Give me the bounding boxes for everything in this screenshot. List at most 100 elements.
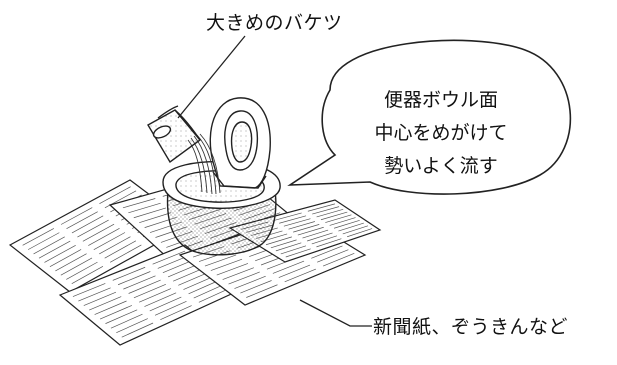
newspaper-text-line xyxy=(66,211,98,230)
newspaper-text-line xyxy=(38,240,71,259)
newspaper-text-line xyxy=(133,283,166,299)
newspaper-text-line xyxy=(270,239,297,249)
newspaper-text-line xyxy=(60,257,93,276)
newspaper-text-line xyxy=(312,206,340,215)
newspaper-text-line xyxy=(246,284,278,298)
newspaper-text-line xyxy=(216,263,249,276)
newspaper-text-line xyxy=(307,203,336,212)
newspaper-text-line xyxy=(27,232,60,250)
newspaper-text-line xyxy=(149,296,182,312)
speech-line: 勢いよく流す xyxy=(384,155,498,177)
speech-bubble-text: 便器ボウル面 中心をめがけて 勢いよく流す xyxy=(336,84,546,183)
newspaper-text-line xyxy=(278,264,311,278)
newspaper-text-line xyxy=(117,271,151,286)
newspaper-text-line xyxy=(302,229,329,239)
newspaper-text-line xyxy=(104,240,137,259)
newspaper-label: 新聞紙、ぞうきんなど xyxy=(373,316,569,338)
newspaper-text-line xyxy=(285,248,311,258)
newspaper-text-line xyxy=(110,313,143,329)
bucket-drawing xyxy=(147,105,202,164)
newspaper-text-line xyxy=(116,318,148,333)
newspaper-text-line xyxy=(325,214,352,223)
newspaper-text-line xyxy=(71,266,104,285)
newspaper-text-line xyxy=(333,219,360,229)
newspaper-text-line xyxy=(139,212,172,224)
newspaper-text-line xyxy=(280,245,307,255)
speech-line: 中心をめがけて xyxy=(374,122,508,144)
newspaper-text-line xyxy=(128,279,161,294)
newspaper-text-line xyxy=(288,221,315,230)
newspaper-text-line xyxy=(272,260,305,274)
newspaper-text-line xyxy=(133,207,167,219)
newspaper-text-line xyxy=(275,242,302,252)
newspaper-text-line xyxy=(99,305,132,320)
newspaper-text-line xyxy=(198,287,231,303)
newspaper-text-line xyxy=(154,300,187,316)
newspaper-text-line xyxy=(66,261,98,280)
newspaper-sheet xyxy=(228,199,382,263)
newspaper-text-line xyxy=(234,275,266,289)
newspaper-text-line xyxy=(204,254,237,267)
newspaper-text-line xyxy=(122,198,156,209)
bucket-leader-line xyxy=(177,35,246,119)
toilet-bowl-drawing xyxy=(162,97,281,256)
newspaper-text-line xyxy=(265,236,292,246)
newspaper-text-line xyxy=(71,215,104,234)
newspaper-text-line xyxy=(89,296,122,311)
newspaper-text-line xyxy=(279,215,307,224)
newspaper-text-line xyxy=(311,245,343,259)
newspaper-text-line xyxy=(322,253,355,267)
newspaper-text-line xyxy=(55,253,87,272)
newspaper-leader-line xyxy=(299,299,372,327)
newspaper-text-line xyxy=(105,309,138,324)
newspaper-text-line xyxy=(316,209,344,218)
newspaper-text-line xyxy=(60,207,93,225)
newspaper-text-line xyxy=(152,250,186,265)
newspaper-text-line xyxy=(347,228,373,238)
newspaper-text-line xyxy=(49,249,82,267)
speech-bubble xyxy=(287,39,572,195)
newspaper-text-line xyxy=(22,228,55,246)
newspaper-text-line xyxy=(99,236,131,255)
newspaper-text-line xyxy=(311,235,338,245)
newspaper-text-line xyxy=(139,288,172,303)
newspaper-text-line xyxy=(77,219,109,238)
newspaper-text-line xyxy=(240,280,272,294)
newspaper-text-line xyxy=(44,244,76,263)
newspaper-text-line xyxy=(121,322,154,338)
newspaper-text-line xyxy=(316,238,342,248)
newspaper-text-line xyxy=(99,186,131,204)
newspaper-text-line xyxy=(320,211,348,221)
newspaper-text-line xyxy=(338,222,364,232)
newspaper-text-line xyxy=(222,267,254,280)
newspaper-text-line xyxy=(284,268,317,283)
newspaper-text-line xyxy=(78,287,111,302)
newspaper-text-line xyxy=(128,202,161,214)
newspaper-text-line xyxy=(228,271,260,285)
newspaper-text-line xyxy=(33,236,65,255)
newspaper-text-line xyxy=(123,275,156,290)
newspaper-text-line xyxy=(88,228,120,246)
newspaper-text-line xyxy=(317,249,349,263)
newspaper-text-line xyxy=(82,223,115,242)
newspaper-text-line xyxy=(109,244,142,263)
newspaper-text-line xyxy=(93,232,126,251)
newspaper-text-line xyxy=(160,305,192,321)
newspaper-text-line xyxy=(297,226,324,236)
newspaper-text-line xyxy=(144,292,177,307)
speech-line: 便器ボウル面 xyxy=(383,89,498,111)
newspaper-text-line xyxy=(342,225,369,235)
newspaper-text-line xyxy=(293,224,320,233)
newspaper-text-line xyxy=(210,258,243,271)
newspaper-text-line xyxy=(329,217,356,226)
newspaper-text-line xyxy=(72,283,106,297)
bucket-label: 大きめのバケツ xyxy=(206,12,343,34)
newspaper-text-line xyxy=(112,266,146,281)
newspaper-text-line xyxy=(307,232,333,242)
newspaper-text-line xyxy=(83,291,117,306)
newspaper-text-line xyxy=(94,300,127,315)
newspaper-text-line xyxy=(283,218,311,227)
newspaper-text-line xyxy=(274,212,302,221)
